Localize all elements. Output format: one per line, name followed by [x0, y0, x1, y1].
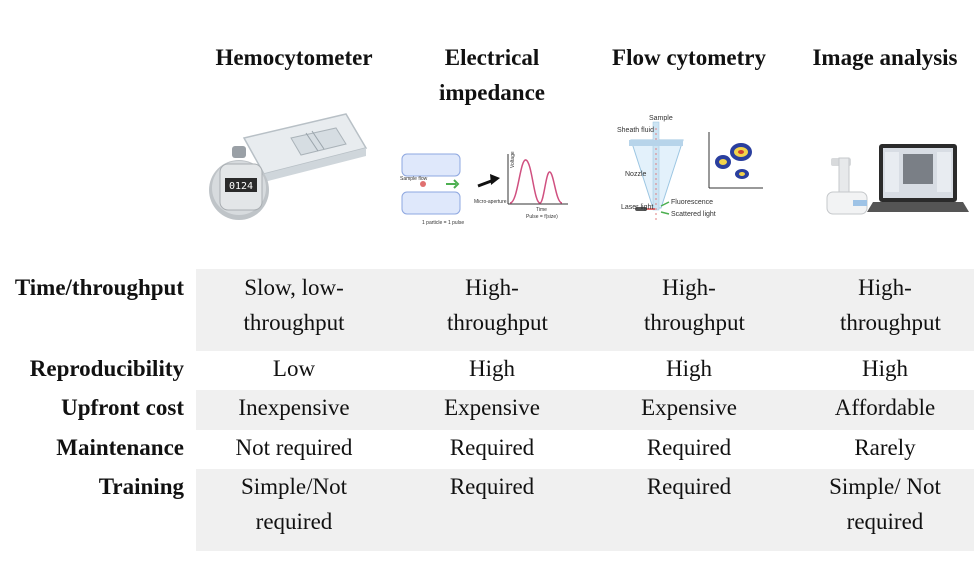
- cell-text: Simple/Not required: [240, 474, 348, 534]
- table-cell: High: [862, 356, 908, 381]
- row-label: Time/throughput: [14, 275, 184, 300]
- table-cell: Rarely: [854, 435, 916, 460]
- table-cell: High-throughput: [392, 270, 592, 340]
- column-header-electrical-impedance: Electrical impedance: [392, 40, 592, 110]
- table-cell: Simple/ Not required: [787, 469, 974, 539]
- table-cell: Required: [646, 435, 732, 460]
- table-cell: High: [469, 356, 515, 381]
- hemocytometer-icon: 0124: [196, 108, 392, 238]
- table-row-upfront-cost: Upfront cost Inexpensive Expensive Expen…: [0, 390, 974, 430]
- table-cell: Not required: [235, 435, 353, 460]
- table-cell: Expensive: [641, 395, 737, 420]
- row-label: Reproducibility: [29, 356, 184, 381]
- table-cell: Required: [449, 474, 535, 499]
- cell-text: High-throughput: [840, 275, 941, 335]
- cell-text: Slow, low-throughput: [243, 275, 345, 335]
- impedance-caption: 1 particle = 1 pulse: [422, 220, 464, 226]
- column-header-label: Electrical impedance: [438, 45, 546, 105]
- table-cell: Required: [449, 435, 535, 460]
- flow-fluorescence-label: Fluorescence: [671, 199, 713, 206]
- row-label: Upfront cost: [61, 395, 184, 420]
- table-row-maintenance: Maintenance Not required Required Requir…: [0, 430, 974, 469]
- row-label: Training: [98, 474, 184, 499]
- cell-text: High-throughput: [644, 275, 745, 335]
- impedance-voltage-label: Voltage: [510, 151, 516, 168]
- table-row-training: Training Simple/Not required Required Re…: [0, 469, 974, 551]
- counter-readout: 0124: [229, 181, 253, 192]
- column-header-image-analysis: Image analysis: [812, 45, 958, 70]
- flow-laser-label: Laser light: [621, 204, 653, 211]
- impedance-pulse-label: Pulse = f(size): [526, 214, 558, 220]
- table-cell: High-throughput: [787, 270, 974, 340]
- impedance-time-label: Time: [536, 207, 547, 213]
- table-cell: High-throughput: [591, 270, 787, 340]
- impedance-sample-flow-label: Sample flow: [400, 176, 428, 182]
- flow-sample-label: Sample: [649, 115, 673, 122]
- table-cell: Slow, low-throughput: [196, 270, 392, 340]
- table-row-reproducibility: Reproducibility Low High High High: [0, 351, 974, 390]
- image-analyzer-icon: [787, 108, 974, 238]
- column-header-hemocytometer: Hemocytometer: [215, 45, 373, 70]
- flow-nozzle-label: Nozzle: [625, 171, 647, 178]
- table-cell: Expensive: [444, 395, 540, 420]
- flow-cytometer-icon: Sample Sheath fluid Nozzle Fluorescence …: [591, 108, 787, 238]
- table-cell: Affordable: [834, 395, 936, 420]
- cell-text: Simple/ Not required: [829, 474, 941, 534]
- flow-sheath-label: Sheath fluid: [617, 127, 654, 134]
- impedance-icon: Sample flow Micro-aperture Voltage Time …: [392, 108, 592, 238]
- table-cell: Required: [646, 474, 732, 499]
- flow-scattered-label: Scattered light: [671, 211, 716, 218]
- table-cell: High: [666, 356, 712, 381]
- table-cell: Low: [272, 356, 316, 381]
- table-row-time-throughput: Time/throughput Slow, low-throughput Hig…: [0, 269, 974, 351]
- column-header-flow-cytometry: Flow cytometry: [612, 45, 766, 70]
- impedance-aperture-label: Micro-aperture: [474, 199, 507, 205]
- table-cell: Inexpensive: [238, 395, 350, 420]
- table-cell: Simple/Not required: [196, 469, 392, 539]
- row-label: Maintenance: [56, 435, 184, 460]
- cell-text: High-throughput: [447, 275, 548, 335]
